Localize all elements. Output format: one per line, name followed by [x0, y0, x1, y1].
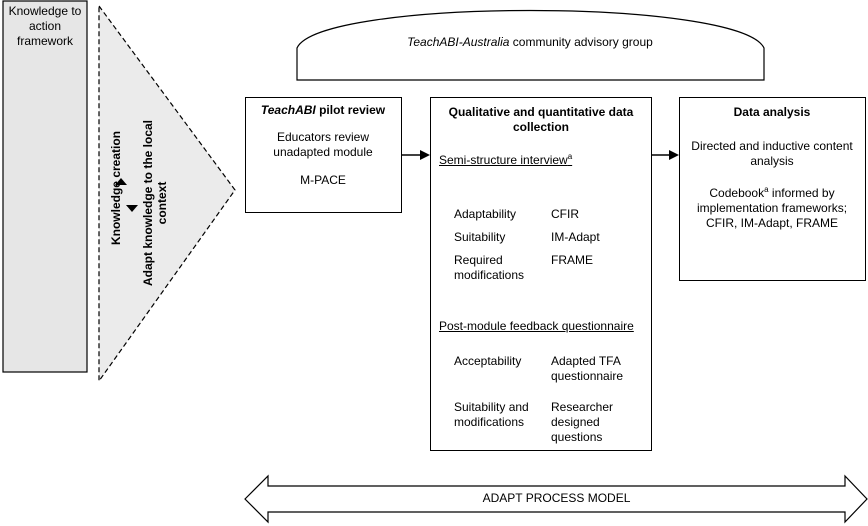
codebook-word: Codebook — [709, 186, 765, 200]
process-model-arrow — [244, 474, 868, 524]
questionnaire-row-right: Researcher designed questions — [551, 400, 614, 444]
interview-row-right: FRAME — [551, 253, 593, 267]
data-analysis-title: Data analysis — [733, 105, 811, 119]
advisory-group-label: TeachABI-Australia community advisory gr… — [300, 35, 760, 50]
pilot-review-mpace: M-PACE — [300, 173, 346, 187]
arrow-head-1 — [420, 150, 430, 160]
interview-row-right: IM-Adapt — [551, 230, 600, 244]
advisory-italic: TeachABI-Australia — [407, 35, 510, 49]
questionnaire-row-left: Suitability and modifications — [454, 400, 529, 429]
codebook-text: Codebooka informed by implementation fra… — [685, 186, 859, 231]
pilot-title-rest: pilot review — [315, 103, 386, 117]
interview-row-left: Required modifications — [454, 253, 525, 282]
framework-title: Knowledge to action framework — [8, 4, 82, 48]
arrow-up-icon — [115, 178, 127, 185]
interview-row-right: CFIR — [551, 207, 579, 221]
interview-row-left: Adaptability — [454, 207, 517, 221]
data-analysis-box: Data analysis Directed and inductive con… — [679, 97, 866, 281]
interview-row-left: Suitability — [454, 230, 506, 244]
pilot-title-italic: TeachABI — [260, 103, 316, 117]
questionnaire-heading: Post-module feedback questionnaire — [439, 319, 634, 333]
interview-heading-text: Semi-structure interview — [439, 153, 568, 167]
advisory-dome — [296, 9, 765, 81]
arrow-head-2 — [669, 150, 679, 160]
adapt-triangle — [98, 4, 236, 383]
arrow-down-icon — [126, 205, 138, 212]
questionnaire-row-left: Acceptability — [454, 354, 522, 368]
codebook-superscript: a — [764, 185, 769, 194]
process-model-label: ADAPT PROCESS MODEL — [482, 491, 631, 505]
questionnaire-row-right: Adapted TFA questionnaire — [551, 354, 624, 383]
pilot-review-title: TeachABI pilot review — [246, 103, 400, 118]
data-analysis-method: Directed and inductive content analysis — [691, 139, 853, 168]
framework-column — [2, 0, 88, 373]
adapt-knowledge-label: Adapt knowledge to the local context — [141, 120, 169, 287]
pilot-review-description: Educators review unadapted module — [273, 130, 373, 159]
pilot-review-box: TeachABI pilot review Educators review u… — [245, 97, 402, 213]
knowledge-creation-label: Knowledge creation — [109, 130, 123, 246]
codebook-rest: informed by implementation frameworks; C… — [696, 186, 848, 230]
data-collection-box: Qualitative and quantitative data collec… — [430, 97, 652, 451]
advisory-rest: community advisory group — [509, 35, 653, 49]
interview-superscript: a — [567, 152, 573, 161]
interview-heading: Semi-structure interviewa — [439, 153, 649, 168]
data-collection-title: Qualitative and quantitative data collec… — [448, 105, 634, 134]
